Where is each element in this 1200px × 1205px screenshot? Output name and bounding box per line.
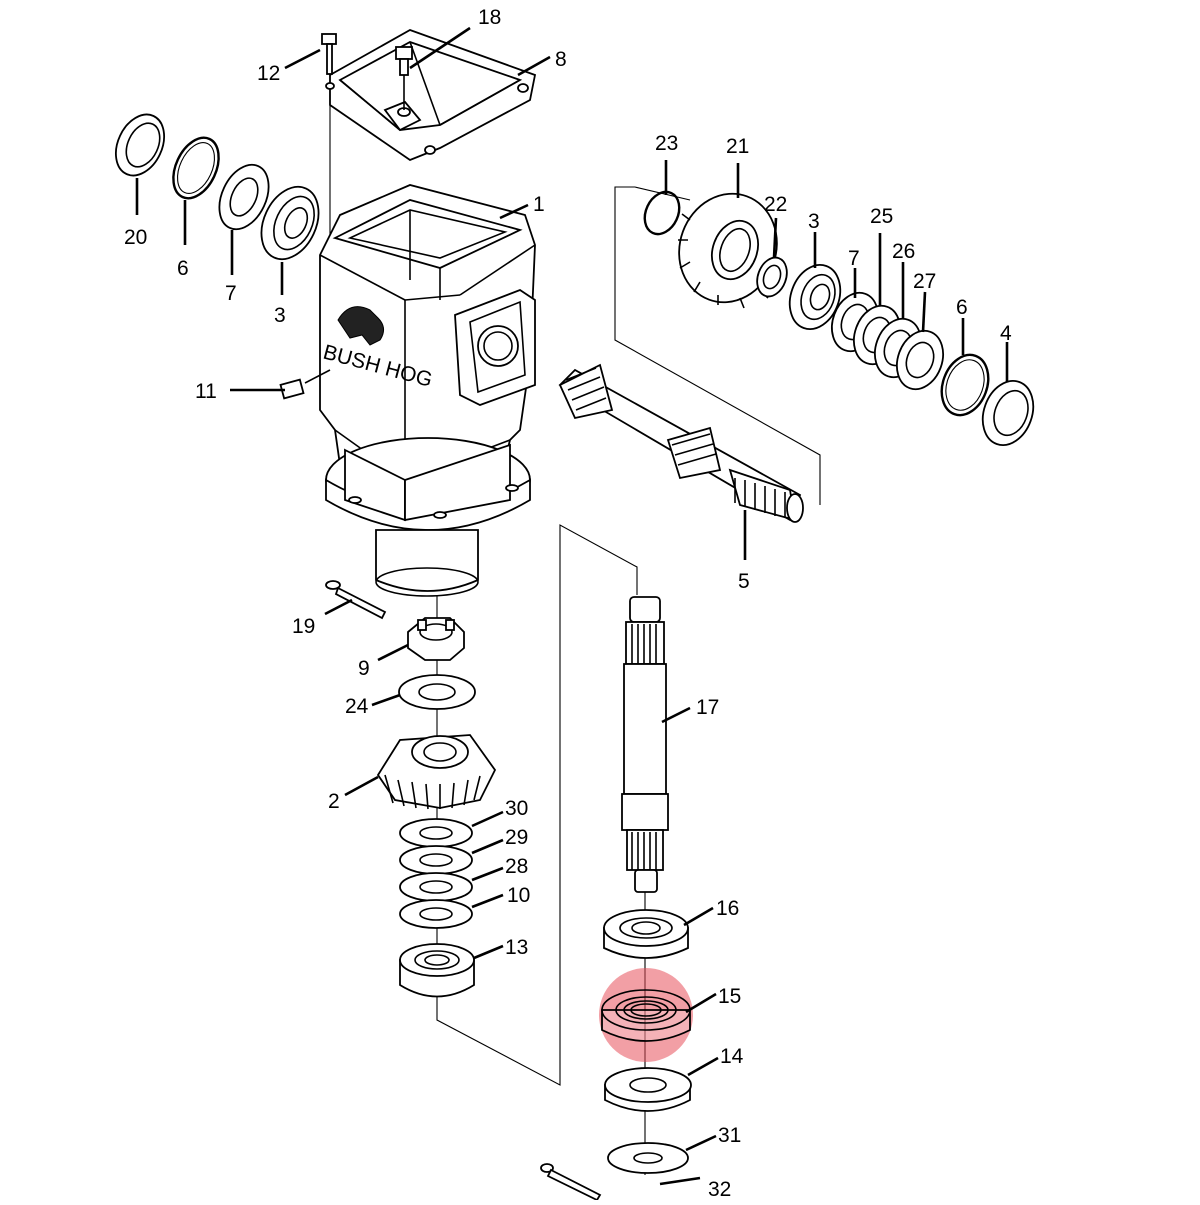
part-4-seal bbox=[981, 380, 1035, 446]
callout-20: 20 bbox=[124, 226, 147, 249]
callout-27: 27 bbox=[913, 270, 936, 293]
callout-29: 29 bbox=[505, 826, 528, 849]
callout-28: 28 bbox=[505, 855, 528, 878]
callout-22: 22 bbox=[764, 193, 787, 216]
part-12-bolt bbox=[321, 33, 337, 75]
part-23-snap-ring bbox=[643, 190, 681, 236]
part-24-washer bbox=[398, 674, 476, 710]
callout-2: 2 bbox=[328, 790, 340, 813]
part-2-bevel-pinion bbox=[376, 734, 497, 810]
callout-19: 19 bbox=[292, 615, 315, 638]
part-9-castle-nut bbox=[407, 617, 465, 661]
callout-7-right: 7 bbox=[848, 247, 860, 270]
callout-24: 24 bbox=[345, 695, 369, 718]
callout-14: 14 bbox=[720, 1045, 744, 1068]
part-32-pin bbox=[540, 1163, 602, 1202]
part-17-output-shaft bbox=[621, 596, 669, 893]
part-21-bevel-gear bbox=[678, 192, 778, 309]
callout-18: 18 bbox=[478, 6, 501, 29]
callout-16: 16 bbox=[716, 897, 739, 920]
callout-11: 11 bbox=[195, 380, 217, 403]
callout-6-right: 6 bbox=[956, 296, 968, 319]
callout-25: 25 bbox=[870, 205, 893, 228]
callout-21: 21 bbox=[726, 135, 749, 158]
callout-7-left: 7 bbox=[225, 282, 237, 305]
callout-31: 31 bbox=[718, 1124, 741, 1147]
callout-32: 32 bbox=[708, 1178, 731, 1200]
part-27-shim bbox=[896, 329, 944, 391]
callout-8: 8 bbox=[555, 48, 567, 71]
part-28-shim bbox=[399, 872, 473, 902]
part-6-snap-ring-left bbox=[172, 136, 220, 200]
callout-6-left: 6 bbox=[177, 257, 189, 280]
callout-3-left: 3 bbox=[274, 304, 286, 327]
part-13-bearing bbox=[399, 943, 475, 998]
part-18-breather bbox=[395, 46, 413, 110]
part-1-housing: BUSH HOG bbox=[319, 184, 536, 511]
callout-30: 30 bbox=[505, 797, 528, 820]
part-10-shim bbox=[399, 899, 473, 929]
part-8-top-cover bbox=[325, 29, 537, 162]
part-31-washer bbox=[607, 1142, 689, 1174]
part-3-bearing-right bbox=[788, 264, 842, 330]
callout-26: 26 bbox=[892, 240, 915, 263]
part-11-plug bbox=[279, 369, 331, 400]
part-7-shim-left bbox=[218, 163, 270, 231]
leader-lines bbox=[135, 26, 1009, 1186]
callout-12: 12 bbox=[257, 62, 280, 85]
callout-17: 17 bbox=[696, 696, 719, 719]
part-1-housing-flange bbox=[325, 437, 531, 597]
callout-23: 23 bbox=[655, 132, 678, 155]
part-5-input-shaft bbox=[558, 363, 804, 523]
part-3-bearing-left bbox=[260, 185, 320, 261]
part-19-cotter-pin bbox=[325, 580, 387, 620]
callout-5: 5 bbox=[738, 570, 750, 593]
callout-3-right: 3 bbox=[808, 210, 820, 233]
callout-10: 10 bbox=[507, 884, 530, 907]
callout-15: 15 bbox=[718, 985, 741, 1008]
part-16-bearing bbox=[603, 909, 689, 959]
part-15-seal bbox=[599, 968, 693, 1062]
part-14-spacer bbox=[604, 1067, 692, 1112]
callout-1: 1 bbox=[533, 193, 545, 216]
callout-13: 13 bbox=[505, 936, 528, 959]
part-22-shim bbox=[756, 256, 788, 298]
part-20-seal bbox=[115, 113, 165, 177]
callout-9: 9 bbox=[358, 657, 370, 680]
part-29-shim bbox=[399, 845, 473, 875]
part-6-snap-ring-right bbox=[940, 353, 990, 417]
callout-4: 4 bbox=[1000, 322, 1012, 345]
part-30-shim bbox=[399, 818, 473, 848]
callout-labels: 1 2 3 3 4 5 6 6 7 7 8 9 10 11 12 13 14 1… bbox=[124, 6, 1012, 1201]
